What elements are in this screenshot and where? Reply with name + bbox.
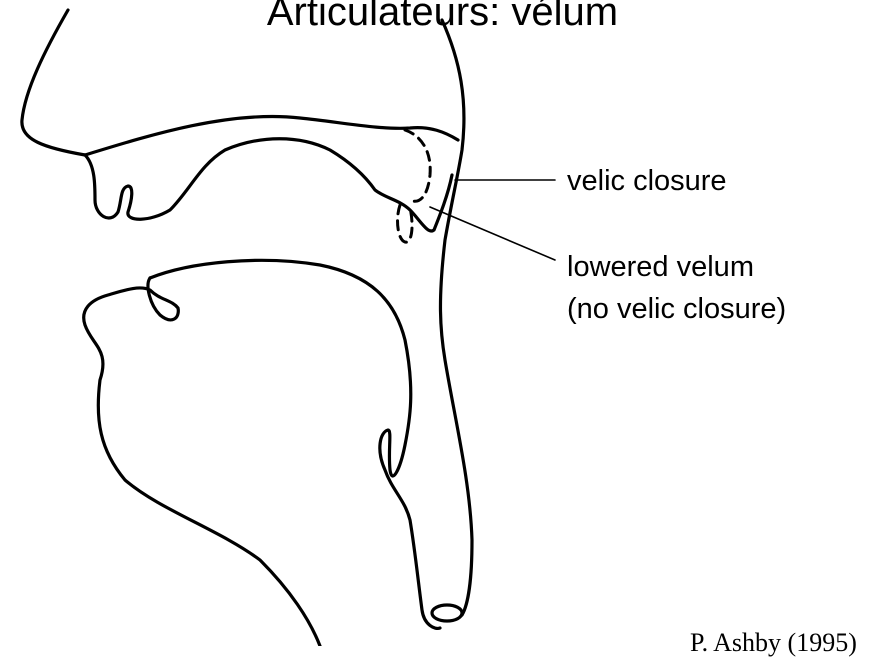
velic-closure-label: velic closure (567, 164, 727, 198)
pharyngeal-wall-outline (440, 20, 472, 615)
lowered-velum-leader (430, 207, 555, 260)
nasal-floor-outline (85, 116, 458, 155)
nose-outline (22, 10, 85, 155)
trachea-opening (432, 605, 462, 621)
upper-jaw-outline (85, 139, 452, 231)
lower-lip-outline (84, 278, 320, 646)
source-credit: P. Ashby (1995) (690, 628, 857, 658)
tongue-outline (150, 260, 440, 628)
no-velic-closure-label: (no velic closure) (567, 292, 786, 326)
raised-velum-dashed (405, 130, 430, 201)
lowered-velum-label: lowered velum (567, 250, 754, 284)
